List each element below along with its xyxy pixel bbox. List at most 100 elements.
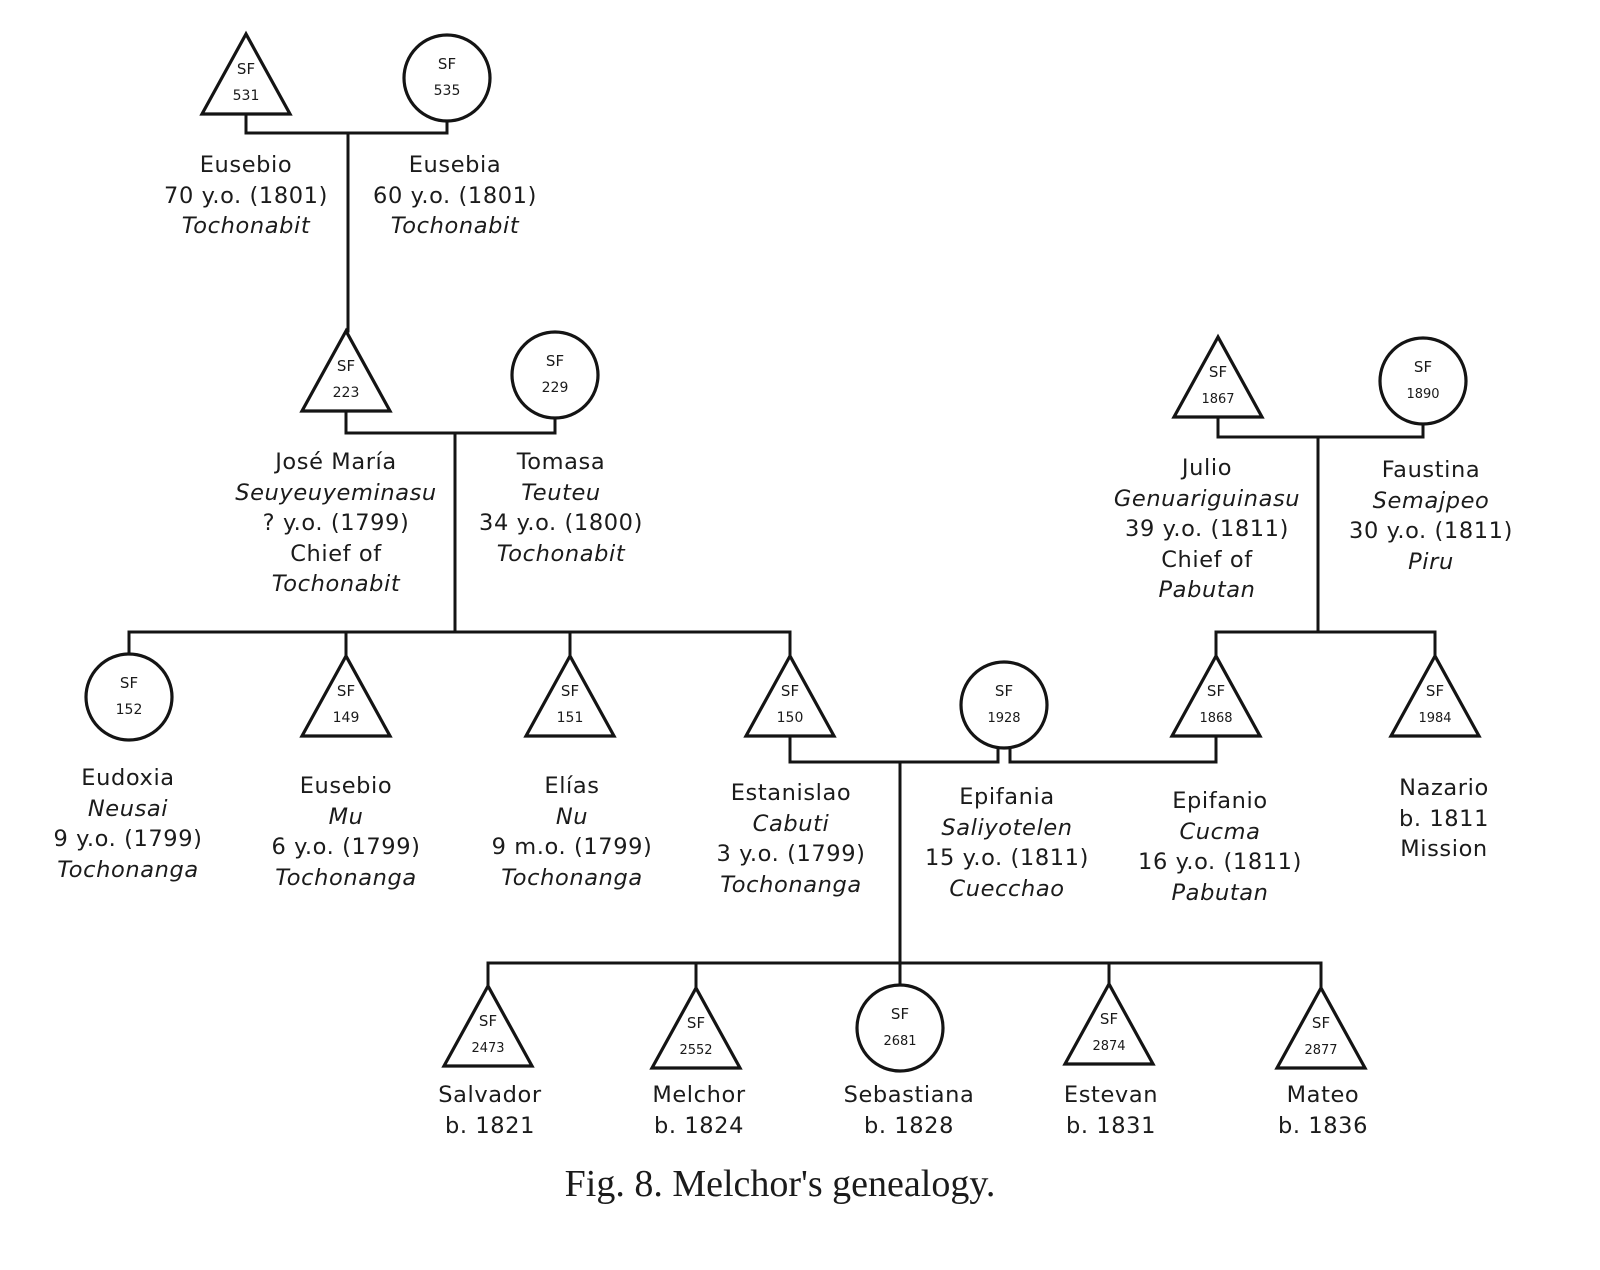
native-name-or-place: Seuyeuyeminasu [235, 479, 437, 506]
female-circle-icon [855, 983, 945, 1073]
person-name: Julio [1181, 455, 1233, 481]
person-name: Estevan [1063, 1082, 1159, 1108]
person-name: Epifania [959, 784, 1055, 810]
person-tomasa: SF 229 [510, 330, 600, 420]
native-name-or-place: Tochonanga [57, 856, 199, 883]
person-name: Salvador [438, 1082, 542, 1108]
sf-prefix: SF [546, 352, 564, 370]
person-name: Faustina [1381, 457, 1481, 483]
native-name-or-place: Tochonabit [496, 540, 626, 567]
female-circle-icon [510, 330, 600, 420]
person-detail: 60 y.o. (1801) [373, 182, 537, 209]
native-name-or-place: Cabuti [752, 810, 830, 837]
person-name: Eudoxia [81, 765, 175, 791]
person-name: Eusebia [408, 152, 502, 178]
male-triangle-icon [299, 327, 393, 413]
person-label-sebastiana: Sebastiana b. 1828 [844, 1080, 975, 1141]
male-triangle-icon [1062, 980, 1156, 1066]
sf-prefix: SF [1414, 358, 1432, 376]
sf-number: 2874 [1092, 1039, 1125, 1054]
sf-prefix: SF [438, 55, 456, 73]
sf-number: 229 [542, 380, 569, 396]
native-name-or-place: Cucma [1179, 818, 1261, 845]
person-detail: ? y.o. (1799) [262, 510, 410, 536]
person-detail: b. 1828 [863, 1112, 955, 1139]
female-circle-icon [402, 33, 492, 123]
sf-prefix: SF [337, 682, 355, 700]
sf-number: 1867 [1201, 392, 1234, 407]
person-name: Mateo [1286, 1082, 1360, 1108]
person-detail: 34 y.o. (1800) [479, 510, 643, 536]
person-detail: b. 1836 [1277, 1112, 1369, 1139]
male-triangle-icon [649, 984, 743, 1070]
female-circle-icon [959, 660, 1049, 750]
person-name: Nazario [1399, 775, 1489, 801]
male-triangle-icon [743, 652, 837, 738]
person-name: Eusebio [299, 773, 393, 799]
person-label-mateo: Mateo b. 1836 [1278, 1080, 1368, 1141]
native-name-or-place: Pabutan [1158, 577, 1256, 603]
marriage-line [788, 734, 1000, 764]
marriage-line [1008, 734, 1218, 764]
person-detail: Chief of [290, 540, 382, 567]
native-name-or-place: Genuariguinasu [1113, 485, 1301, 512]
person-name: José María [275, 449, 397, 475]
male-triangle-icon [1171, 333, 1265, 419]
native-name-or-place: Tochonabit [181, 213, 311, 239]
native-name-or-place: Nu [555, 803, 589, 830]
male-triangle-icon [441, 982, 535, 1068]
native-name-or-place: Pabutan [1171, 879, 1269, 906]
sf-prefix: SF [120, 674, 138, 692]
sf-number: 2681 [883, 1034, 916, 1049]
person-elias: SF 151 [523, 652, 617, 738]
person-name: Melchor [652, 1082, 746, 1108]
male-triangle-icon [523, 652, 617, 738]
person-eusebio-jr: SF 149 [299, 652, 393, 738]
person-detail: b. 1824 [653, 1112, 745, 1139]
sf-number: 1868 [1199, 711, 1232, 726]
sf-number: 2552 [679, 1043, 712, 1058]
native-name-or-place: Neusai [87, 795, 169, 822]
marriage-line [344, 409, 557, 435]
sf-prefix: SF [781, 682, 799, 700]
person-detail: 9 m.o. (1799) [491, 834, 653, 860]
sf-prefix: SF [995, 682, 1013, 700]
person-detail: Chief of [1161, 546, 1253, 573]
sf-number: 149 [333, 710, 360, 726]
sf-prefix: SF [1312, 1014, 1330, 1032]
person-name: Sebastiana [843, 1082, 975, 1108]
sf-prefix: SF [337, 357, 355, 375]
person-detail: 9 y.o. (1799) [53, 826, 203, 852]
sf-number: 151 [557, 710, 584, 726]
person-label-eusebia: Eusebia 60 y.o. (1801) Tochonabit [373, 150, 537, 242]
sf-number: 1984 [1418, 711, 1451, 726]
person-label-melchor: Melchor b. 1824 [652, 1080, 745, 1141]
sf-prefix: SF [561, 682, 579, 700]
person-name: Eusebio [199, 152, 293, 178]
sf-number: 152 [116, 702, 143, 718]
person-detail: 30 y.o. (1811) [1349, 518, 1513, 544]
sf-number: 2473 [471, 1041, 504, 1056]
kinship-lines [127, 112, 1437, 990]
native-name-or-place: Tochonabit [390, 213, 520, 239]
person-eudoxia: SF 152 [84, 652, 174, 742]
person-name: Epifanio [1172, 788, 1268, 814]
native-name-or-place: Tochonanga [501, 864, 643, 891]
sf-prefix: SF [1426, 682, 1444, 700]
